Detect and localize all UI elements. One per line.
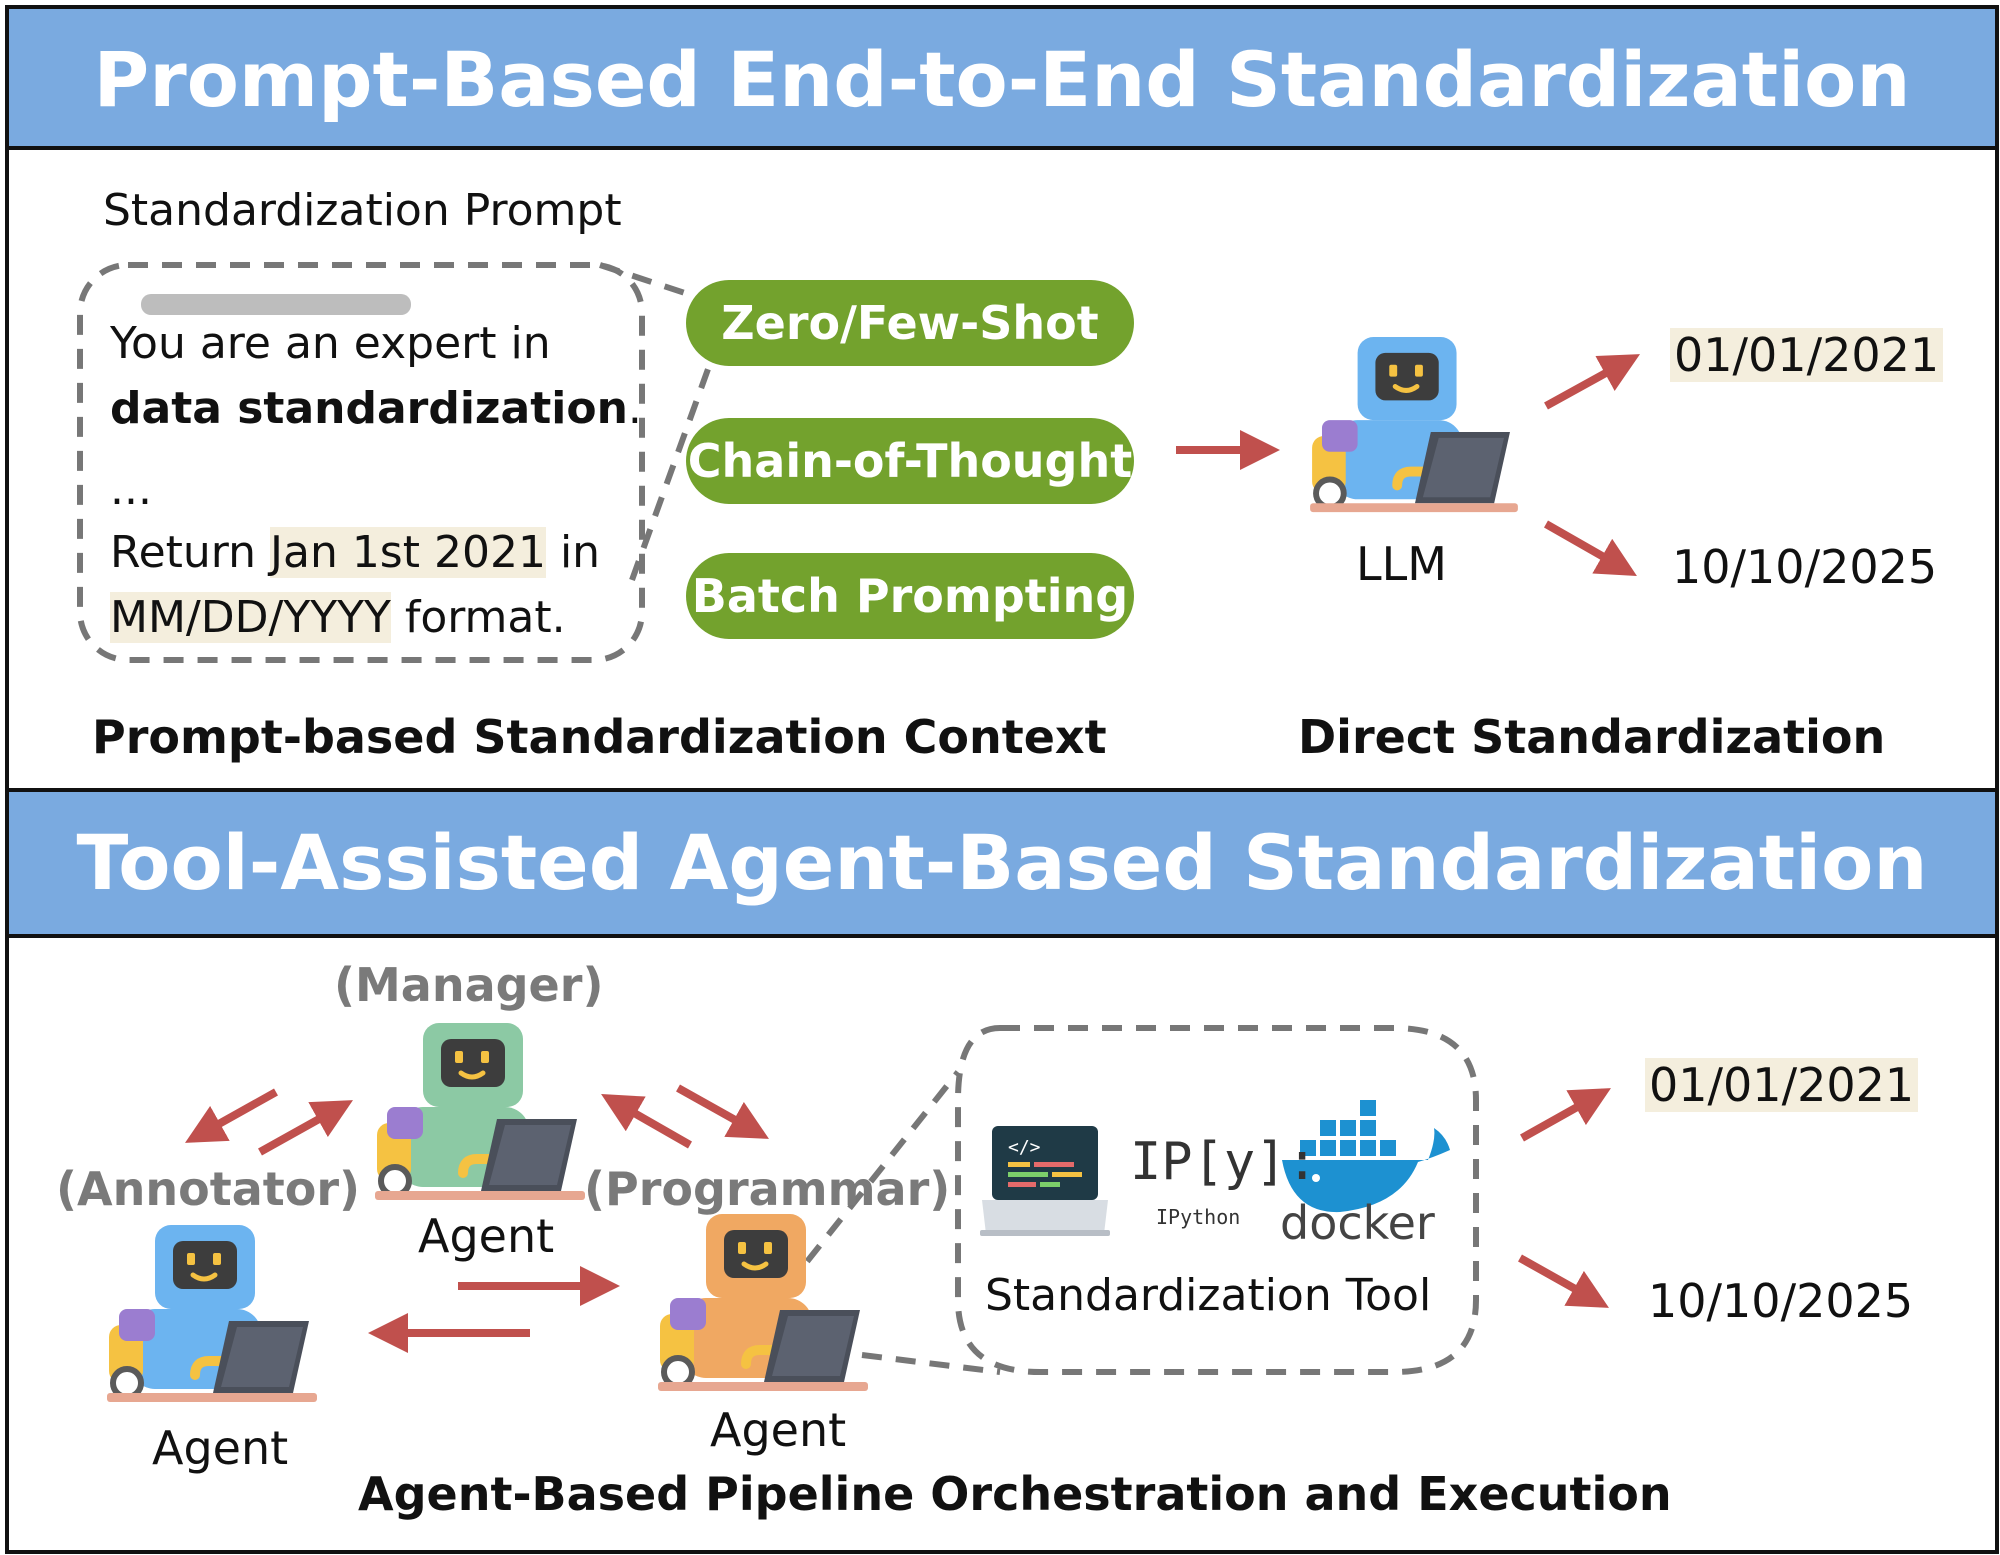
bottom-title: Tool-Assisted Agent-Based Standardizatio… — [76, 818, 1928, 907]
prompt-line-3: ... — [110, 464, 152, 515]
top-output-2: 10/10/2025 — [1672, 540, 1938, 594]
arrow-llm-out1 — [1544, 354, 1641, 410]
prompt-format-text: format. — [390, 592, 566, 643]
ipython-name: IPython — [1156, 1205, 1241, 1229]
tool-label: Standardization Tool — [985, 1270, 1432, 1321]
pill-batch-prompting: Batch Prompting — [686, 553, 1134, 639]
prompt-line-4: Return Jan 1st 2021 in — [110, 527, 600, 578]
bottom-output-2: 10/10/2025 — [1648, 1274, 1914, 1328]
svg-text:</>: </> — [1008, 1137, 1041, 1158]
arrow-manager-to-annotator — [185, 1088, 278, 1143]
prompt-line-1: You are an expert in — [110, 318, 551, 369]
prompt-bold-text: data standardization — [110, 383, 628, 434]
llm-label: LLM — [1356, 537, 1447, 591]
connector-line-bottom — [629, 356, 715, 582]
caption-direct-standardization: Direct Standardization — [1298, 710, 1886, 764]
caption-prompt-context: Prompt-based Standardization Context — [92, 710, 1107, 764]
code-laptop-icon: </> — [980, 1126, 1110, 1236]
prompt-period: . — [627, 383, 642, 434]
top-output-1: 01/01/2021 — [1670, 328, 1944, 382]
tool-connector-top — [783, 1070, 961, 1290]
annotator-robot-icon — [107, 1225, 317, 1402]
prompt-in-text: in — [545, 527, 601, 578]
arrow-llm-out2 — [1544, 520, 1637, 576]
pill-chain-of-thought: Chain-of-Thought — [686, 418, 1134, 504]
programmer-agent-label: Agent — [710, 1403, 847, 1457]
programmer-robot-icon — [658, 1214, 868, 1391]
bottom-output-1: 01/01/2021 — [1645, 1058, 1919, 1112]
figure-frame — [5, 5, 1999, 1554]
prompt-box — [77, 262, 645, 663]
top-banner: Prompt-Based End-to-End Standardization — [9, 9, 1995, 150]
bottom-banner: Tool-Assisted Agent-Based Standardizatio… — [9, 788, 1995, 938]
llm-robot-icon — [1310, 337, 1518, 512]
top-title: Prompt-Based End-to-End Standardization — [93, 35, 1911, 124]
pill-zero-few-shot: Zero/Few-Shot — [686, 280, 1134, 366]
docker-name: docker — [1280, 1196, 1435, 1250]
arrow-tool-out2 — [1518, 1254, 1609, 1308]
tool-connector-bottom — [861, 1352, 1001, 1375]
prompt-line-placeholder — [141, 294, 411, 315]
arrow-manager-to-programmer — [676, 1084, 769, 1139]
prompt-line-5: MM/DD/YYYY format. — [110, 592, 566, 643]
arrow-annotator-to-manager — [258, 1100, 353, 1156]
role-manager: (Manager) — [334, 958, 604, 1012]
role-programmer: (Programmar) — [584, 1162, 951, 1216]
ipython-logo-icon: IP[y]: — [1130, 1132, 1318, 1192]
prompt-highlight-format: MM/DD/YYYY — [110, 592, 391, 643]
manager-agent-label: Agent — [418, 1209, 555, 1263]
arrow-tool-out1 — [1520, 1088, 1611, 1142]
manager-robot-icon — [375, 1023, 585, 1200]
caption-agent-pipeline: Agent-Based Pipeline Orchestration and E… — [358, 1467, 1672, 1521]
prompt-line-2: data standardization. — [110, 383, 642, 434]
connector-line-top — [599, 262, 701, 301]
role-annotator: (Annotator) — [56, 1162, 361, 1216]
prompt-heading: Standardization Prompt — [103, 185, 622, 236]
prompt-highlight-date: Jan 1st 2021 — [270, 527, 546, 578]
annotator-agent-label: Agent — [152, 1421, 289, 1475]
prompt-return-text: Return — [110, 527, 270, 578]
docker-whale-icon — [1282, 1100, 1450, 1213]
arrow-programmer-to-manager — [601, 1094, 692, 1149]
